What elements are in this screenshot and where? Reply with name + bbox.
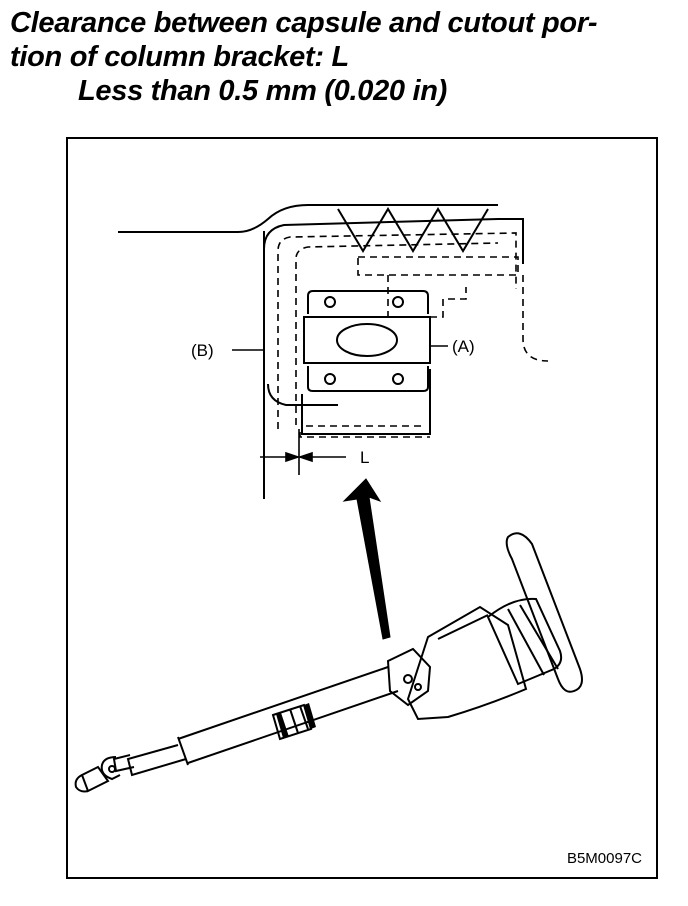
view-arrow xyxy=(342,478,391,640)
heading: Clearance between capsule and cutout por… xyxy=(10,6,680,108)
steering-column-diagram: (A) (B) L xyxy=(74,204,583,793)
universal-joint xyxy=(100,756,121,781)
label-b: (B) xyxy=(191,341,214,360)
heading-line-2: tion of column bracket: L xyxy=(10,41,349,73)
dimension-l xyxy=(260,429,346,475)
column-body xyxy=(301,369,431,435)
steering-column-assembly xyxy=(74,532,583,793)
capsule-upper-plate xyxy=(307,290,429,314)
column-tube-lower-edge xyxy=(187,690,399,764)
steering-wheel-hub xyxy=(486,597,563,686)
bracket-teeth xyxy=(337,207,489,253)
clearance-spec: Less than 0.5 mm (0.020 in) xyxy=(78,75,448,107)
figure-frame: (A) (B) L xyxy=(66,137,658,879)
label-a: (A) xyxy=(452,337,475,356)
dash-panel-line xyxy=(118,204,498,233)
capsule-slot xyxy=(336,323,398,357)
capsule-lower-plate xyxy=(307,366,429,392)
heading-line-1: Clearance between capsule and cutout por… xyxy=(10,7,598,39)
figure-reference-code: B5M0097C xyxy=(566,850,642,867)
hidden-lines xyxy=(277,232,549,438)
label-l: L xyxy=(360,448,369,467)
column-cover xyxy=(406,605,528,721)
column-tube-upper-edge xyxy=(177,666,389,740)
lower-shaft xyxy=(126,744,187,777)
upper-bracket xyxy=(386,647,432,707)
column-shading xyxy=(276,703,316,738)
column-bracket-detail xyxy=(118,204,524,499)
capsule xyxy=(303,316,431,364)
steering-wheel-rim xyxy=(505,532,583,693)
